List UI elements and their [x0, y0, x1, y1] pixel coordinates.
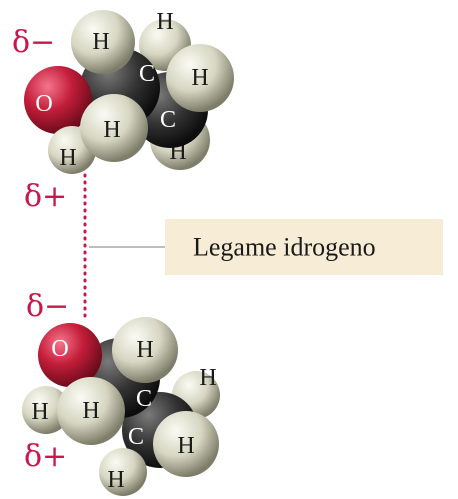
- top-delta-minus: δ−: [12, 25, 55, 60]
- top-c-label-right: C: [160, 107, 176, 133]
- top-h-label-front-right: H: [191, 65, 208, 91]
- bottom-h-label-back-right: H: [199, 365, 216, 391]
- top-h-label-front-upper-left: H: [92, 29, 109, 55]
- top-hydrogen-atom-front-right: H: [166, 44, 234, 112]
- bottom-h-label-top: H: [136, 337, 153, 363]
- top-hydrogen-atom-front-upper-left: H: [71, 10, 135, 74]
- bottom-o-label: O: [51, 336, 68, 362]
- bottom-h-label-bottom: H: [107, 467, 124, 493]
- bottom-hydrogen-atom-right: H: [153, 411, 219, 477]
- callout-box: Legame idrogeno: [165, 219, 443, 275]
- bottom-h-label-right: H: [177, 433, 194, 459]
- top-o-label: O: [35, 91, 52, 117]
- bottom-c-label-upper: C: [136, 386, 152, 412]
- top-c-label-left: C: [139, 61, 155, 87]
- bottom-molecule: H H C C O H H H: [22, 317, 220, 496]
- bottom-hydrogen-atom-bottom: H: [99, 448, 147, 496]
- bottom-delta-minus: δ−: [26, 289, 69, 324]
- bottom-h-label-back-left: H: [31, 399, 48, 425]
- bottom-hydrogen-atom-top: H: [112, 317, 178, 383]
- top-molecule: H H C C O H H H: [24, 9, 234, 174]
- top-hydrogen-atom-front-lower-left: H: [80, 94, 148, 162]
- bottom-oxygen-atom: O: [38, 323, 102, 387]
- top-oxygen-atom: O: [24, 66, 92, 134]
- bottom-hydrogen-atom-back-left: H: [22, 386, 70, 434]
- bottom-h-label-left: H: [82, 398, 99, 424]
- top-h-label-front-lower-left: H: [103, 117, 120, 143]
- bottom-delta-plus: δ+: [24, 439, 67, 474]
- top-h-label-back-top: H: [156, 9, 173, 35]
- callout-label: Legame idrogeno: [193, 233, 376, 262]
- top-delta-plus: δ+: [24, 179, 67, 214]
- top-oh-h-label: H: [59, 145, 76, 171]
- bottom-hydrogen-atom-left: H: [57, 377, 125, 445]
- bottom-c-label-lower: C: [128, 424, 144, 450]
